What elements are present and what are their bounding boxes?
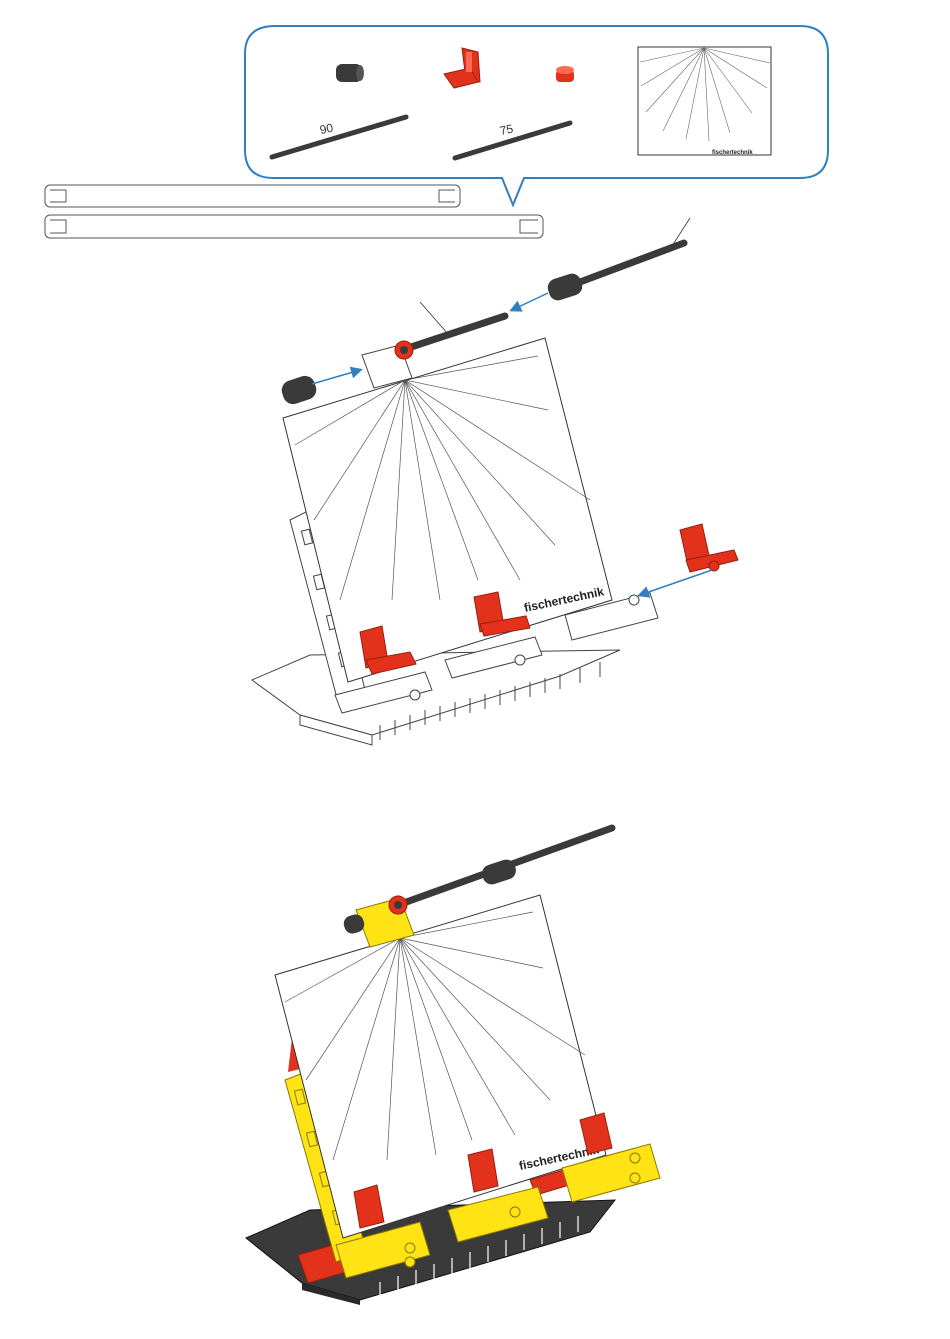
arrow-support-to-holder (640, 570, 712, 595)
arrow-axle-to-axle (512, 293, 548, 310)
step1-loose-axle (545, 218, 690, 303)
block-strip-upper (45, 185, 460, 207)
clip-part (556, 66, 574, 82)
step1-axle (395, 302, 505, 359)
solar-card-part: fischertechnik (638, 47, 771, 156)
parts-callout: 90 75 fischertechnik (245, 26, 828, 205)
assembly-step-2: fischertechnik (246, 828, 660, 1305)
step2-base (246, 1200, 615, 1305)
block-strip-lower (45, 215, 543, 238)
step1-loose-red-support (680, 524, 738, 572)
card-brand-label: fischertechnik (712, 150, 753, 156)
bushing-part (336, 64, 364, 82)
step2-axle (389, 828, 612, 914)
step1-loose-bushing (279, 373, 319, 406)
block-strips (45, 185, 543, 238)
arrow-bushing-to-clamp (312, 370, 360, 384)
assembly-step-1: fischertechnik (252, 218, 738, 745)
step1-base (252, 650, 620, 745)
